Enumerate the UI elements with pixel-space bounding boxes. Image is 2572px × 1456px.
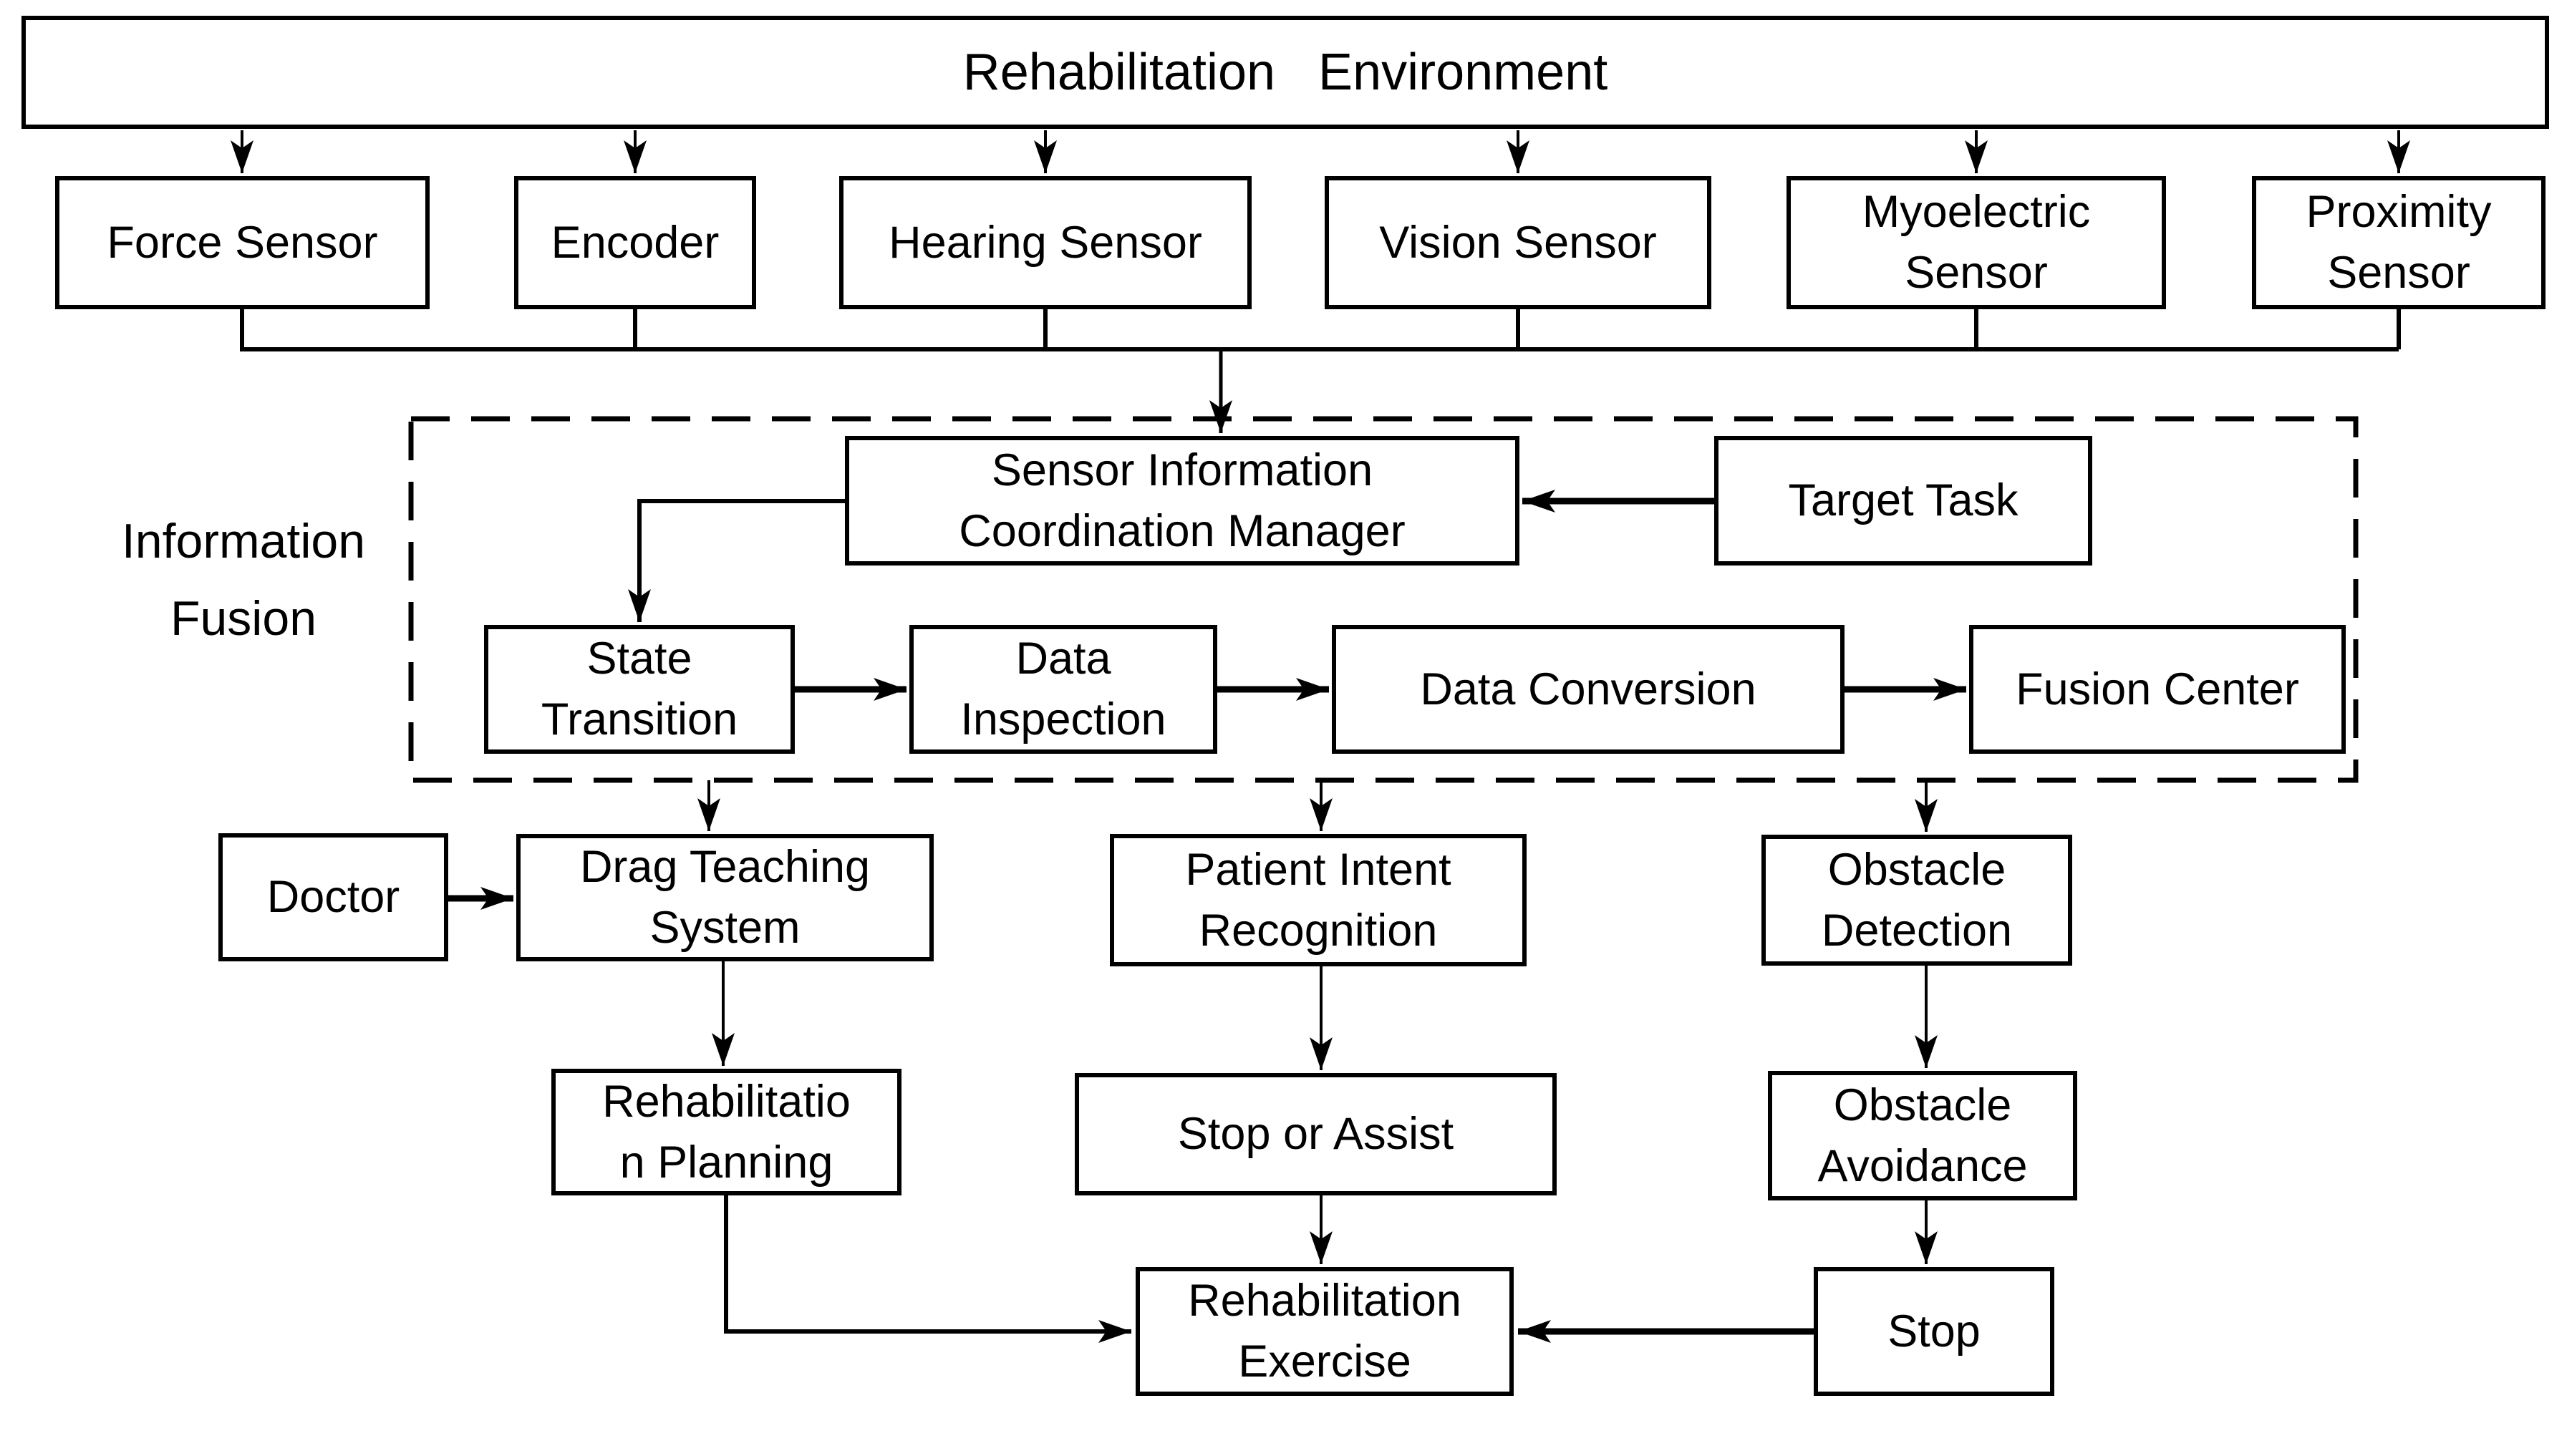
node-obstacle-detection: Obstacle Detection: [1761, 835, 2072, 966]
node-force-sensor: Force Sensor: [55, 176, 430, 309]
node-label: Drag Teaching: [579, 842, 871, 892]
node-label: Detection: [1821, 905, 2013, 956]
node-label: Rehabilitatio: [602, 1076, 851, 1127]
information-fusion-group-label: Information Fusion: [43, 501, 444, 659]
node-label: Stop: [1887, 1306, 1981, 1356]
sensor-bus-line: [240, 308, 2401, 351]
node-label: Vision Sensor: [1379, 217, 1657, 268]
node-target-task: Target Task: [1714, 436, 2092, 566]
node-label: Fusion Center: [2016, 664, 2299, 714]
node-label: Target Task: [1788, 475, 2019, 525]
group-label-line: Fusion: [170, 591, 317, 646]
node-label: Myoelectric: [1862, 187, 2091, 237]
node-label: Inspection: [960, 694, 1166, 744]
node-label: Rehabilitation: [1188, 1276, 1461, 1326]
node-patient-intent-recognition: Patient Intent Recognition: [1110, 834, 1527, 966]
node-sensor-information-coordination-manager: Sensor Information Coordination Manager: [845, 436, 1519, 566]
arrow-rehab-planning-to-rehab-exercise: [724, 1195, 1131, 1343]
node-label: Transition: [541, 694, 738, 744]
node-doctor: Doctor: [218, 833, 448, 961]
node-label: Rehabilitation Environment: [962, 43, 1608, 101]
node-label: Recognition: [1199, 905, 1438, 956]
node-stop: Stop: [1814, 1267, 2054, 1396]
node-label: Coordination Manager: [959, 505, 1406, 556]
node-label: State: [586, 634, 692, 684]
node-encoder: Encoder: [514, 176, 756, 309]
node-label: System: [649, 903, 801, 953]
node-label: Hearing Sensor: [889, 217, 1202, 268]
information-fusion-group-border: [408, 416, 2359, 783]
node-stop-or-assist: Stop or Assist: [1075, 1073, 1557, 1195]
node-label: Sensor: [1905, 248, 2048, 298]
node-label: Obstacle: [1833, 1079, 2012, 1130]
node-label: Obstacle: [1827, 844, 2006, 895]
node-label: Proximity: [2306, 187, 2492, 237]
node-label: Data: [1015, 634, 1111, 684]
node-hearing-sensor: Hearing Sensor: [839, 176, 1252, 309]
node-label: Stop or Assist: [1177, 1109, 1454, 1159]
node-rehabilitation-exercise: Rehabilitation Exercise: [1136, 1267, 1514, 1396]
node-obstacle-avoidance: Obstacle Avoidance: [1768, 1071, 2077, 1200]
node-label: Doctor: [266, 872, 400, 922]
node-data-conversion: Data Conversion: [1332, 625, 1845, 754]
node-drag-teaching-system: Drag Teaching System: [516, 834, 934, 961]
node-label: Force Sensor: [107, 217, 378, 268]
node-rehabilitation-environment: Rehabilitation Environment: [21, 16, 2549, 129]
node-label: n Planning: [619, 1137, 833, 1188]
node-proximity-sensor: Proximity Sensor: [2252, 176, 2546, 309]
node-label: Avoidance: [1817, 1140, 2028, 1191]
node-vision-sensor: Vision Sensor: [1325, 176, 1711, 309]
node-data-inspection: Data Inspection: [909, 625, 1217, 754]
node-label: Encoder: [551, 217, 720, 268]
node-state-transition: State Transition: [484, 625, 795, 754]
group-label-line: Information: [121, 514, 366, 568]
node-rehabilitation-planning: Rehabilitatio n Planning: [551, 1069, 901, 1195]
node-label: Data Conversion: [1420, 664, 1756, 714]
node-myoelectric-sensor: Myoelectric Sensor: [1787, 176, 2166, 309]
arrow-coordination-manager-to-state-transition: [628, 499, 845, 622]
node-fusion-center: Fusion Center: [1969, 625, 2346, 754]
node-label: Sensor Information: [991, 445, 1373, 495]
node-label: Sensor: [2327, 248, 2470, 298]
node-label: Patient Intent: [1185, 844, 1451, 895]
node-label: Exercise: [1238, 1336, 1411, 1387]
